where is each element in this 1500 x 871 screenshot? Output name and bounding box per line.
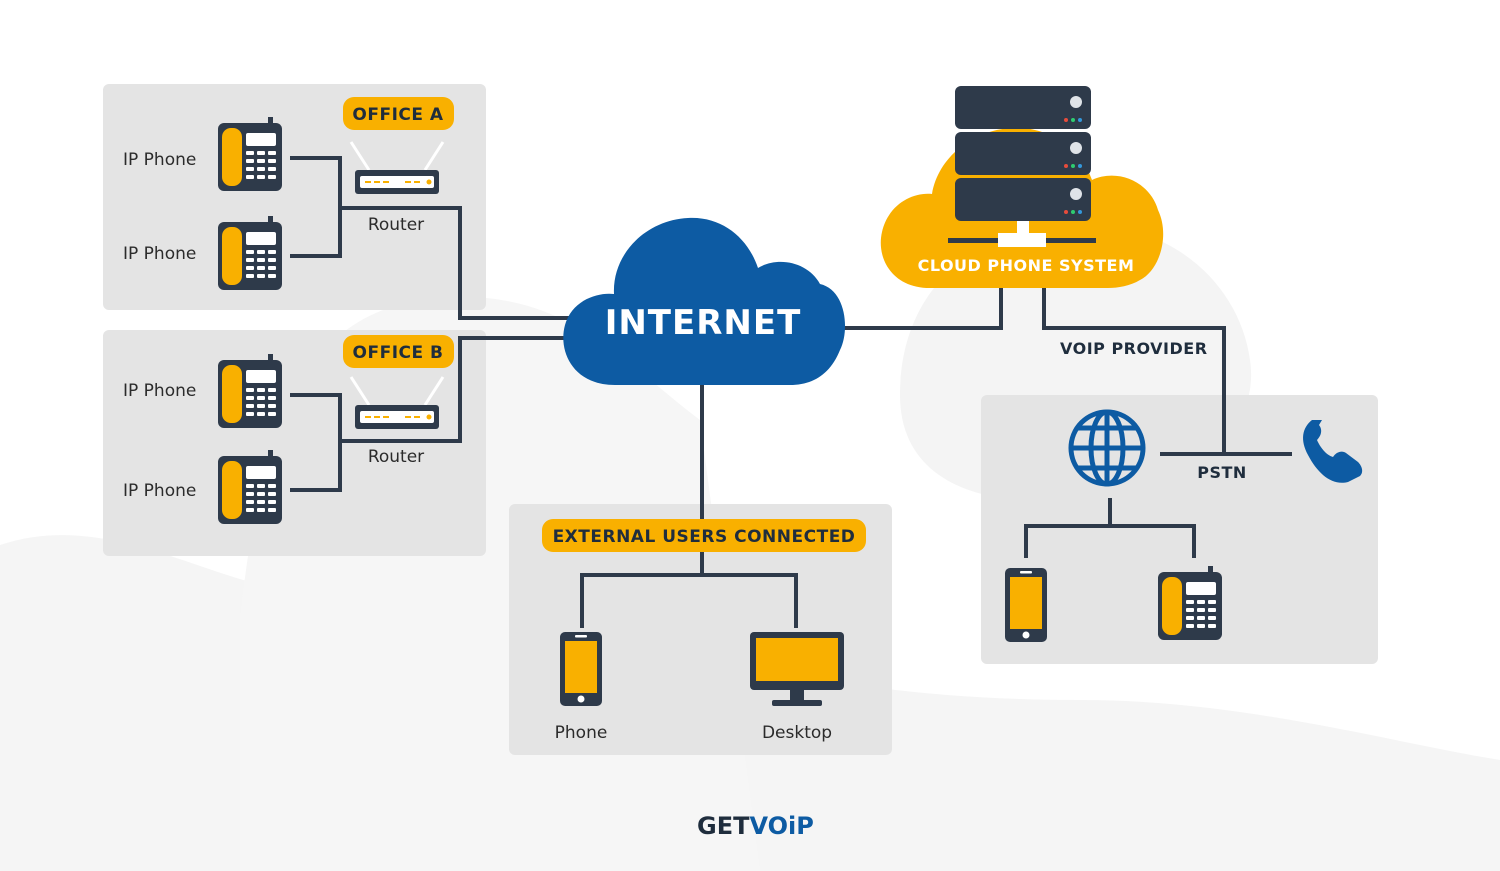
office-a-ip-phone-2-label: IP Phone (123, 244, 196, 264)
voip-provider-panel (981, 395, 1378, 664)
cloud-phone-system-label: CLOUD PHONE SYSTEM (918, 256, 1135, 275)
logo-text: GETVOiP (697, 812, 814, 840)
office-a: OFFICE A IP Phone IP Phone Router (123, 97, 454, 290)
desk-phone-icon (1158, 566, 1222, 640)
desk-phone-icon (218, 216, 282, 290)
external-users-title: EXTERNAL USERS CONNECTED (553, 527, 856, 547)
getvoip-logo: GETVOiP (697, 812, 814, 840)
office-a-title: OFFICE A (352, 105, 444, 125)
external-desktop-label: Desktop (762, 723, 832, 743)
desktop-monitor-icon (750, 632, 844, 706)
pstn-label: PSTN (1197, 463, 1247, 482)
office-b-title: OFFICE B (353, 343, 444, 363)
office-b-router-label: Router (368, 447, 424, 467)
desk-phone-icon (218, 450, 282, 524)
voip-provider: VOIP PROVIDER PSTN (1005, 339, 1363, 642)
server-icon (948, 86, 1096, 247)
desk-phone-icon (218, 354, 282, 428)
office-b-badge (343, 335, 454, 368)
office-b-ip-phone-2-label: IP Phone (123, 481, 196, 501)
handset-icon (1303, 420, 1363, 483)
office-a-ip-phone-1-label: IP Phone (123, 150, 196, 170)
mobile-phone-icon (560, 632, 602, 706)
external-users-badge (542, 519, 866, 552)
external-users: EXTERNAL USERS CONNECTED Phone Desktop (542, 519, 866, 743)
globe-icon (1068, 409, 1146, 487)
office-a-panel (103, 84, 486, 310)
internet-cloud: INTERNET (563, 217, 846, 385)
internet-label: INTERNET (605, 303, 802, 343)
office-b-ip-phone-1-label: IP Phone (123, 381, 196, 401)
office-b: OFFICE B IP Phone IP Phone Router (123, 335, 454, 524)
external-phone-label: Phone (555, 723, 608, 743)
voip-provider-label: VOIP PROVIDER (1060, 339, 1208, 358)
mobile-phone-icon (1005, 568, 1047, 642)
office-b-panel (103, 330, 486, 556)
cloud-phone-system: CLOUD PHONE SYSTEM (880, 86, 1164, 288)
desk-phone-icon (218, 117, 282, 191)
office-a-router-label: Router (368, 215, 424, 235)
office-a-badge (343, 97, 454, 130)
